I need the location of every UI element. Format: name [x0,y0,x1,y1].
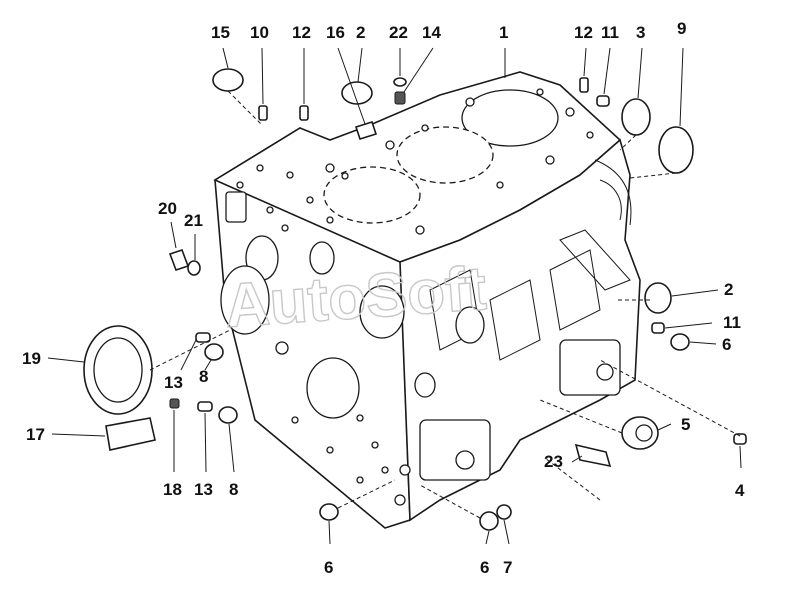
callout-6-bottom-left: 6 [324,558,333,577]
callout-20: 20 [158,199,177,218]
callout-4: 4 [735,481,745,500]
cylinder-bore-2 [396,126,494,184]
callout-15: 15 [211,23,230,42]
callout-16: 16 [326,23,345,42]
callout-13-upper: 13 [164,373,183,392]
part-4-plug [733,433,747,445]
right-side-ribs [394,159,632,506]
part-15-plug [212,68,244,92]
callout-21: 21 [184,211,203,230]
callout-12-left: 12 [292,23,311,42]
callout-6-bottom-right: 6 [480,558,489,577]
part-3-cap [621,98,651,136]
part-16-bolt [354,121,378,140]
callout-11-right: 11 [723,313,741,332]
callout-8-upper: 8 [199,367,208,386]
leader-lines [47,47,742,545]
part-13-pin-lower [197,401,213,412]
callout-10: 10 [250,23,269,42]
callout-19: 19 [22,349,41,368]
part-11-plug-top [596,95,610,107]
callout-11-top: 11 [601,23,619,42]
part-10-dowel [258,105,268,121]
part-6-plug-bottom-right [479,511,499,531]
cylinder-bore-3 [323,166,421,224]
callout-14: 14 [422,23,441,42]
part-8-plug-lower [218,406,238,424]
part-14-jet [394,91,406,105]
callout-1: 1 [499,23,508,42]
callout-2-right: 2 [724,280,733,299]
part-7-plug [496,504,512,520]
part-21-washer [187,260,201,276]
callout-3: 3 [636,23,645,42]
part-8-plug-upper [204,343,224,361]
part-9-cap [658,126,694,174]
callout-12-right: 12 [574,23,593,42]
deck-bolt-holes [236,88,594,235]
part-12-dowel-left [299,105,309,121]
part-6-plug-bottom-left [319,503,339,521]
part-22-o-ring [393,77,407,87]
part-13-pin-upper [195,332,211,343]
part-20-drain-plug [168,248,190,272]
callout-13-lower: 13 [194,480,213,499]
callout-18: 18 [163,480,182,499]
callout-6-right: 6 [722,335,731,354]
callout-9: 9 [677,19,686,38]
callout-23: 23 [544,452,563,471]
part-11-plug-right [651,322,665,334]
callout-7: 7 [503,558,512,577]
part-18-screw [169,398,180,409]
callout-17: 17 [26,425,45,444]
part-2-plug-top [341,81,373,105]
part-6-plug-right [670,333,690,351]
cylinder-bore-1 [461,89,559,147]
part-2-plug-right [644,282,672,314]
cylinder-block [213,71,641,529]
front-face-holes [220,191,405,484]
block-bottom-rail [409,379,636,521]
part-23-sensor [574,443,612,468]
part-12-dowel-right [579,77,589,93]
callout-22: 22 [389,23,408,42]
callout-2-top: 2 [356,23,365,42]
callouts: 15 10 12 16 2 22 14 1 12 11 3 9 20 21 2 … [22,19,745,577]
callout-5: 5 [681,415,690,434]
part-17-tensioner [105,417,156,451]
callout-8-lower: 8 [229,480,238,499]
